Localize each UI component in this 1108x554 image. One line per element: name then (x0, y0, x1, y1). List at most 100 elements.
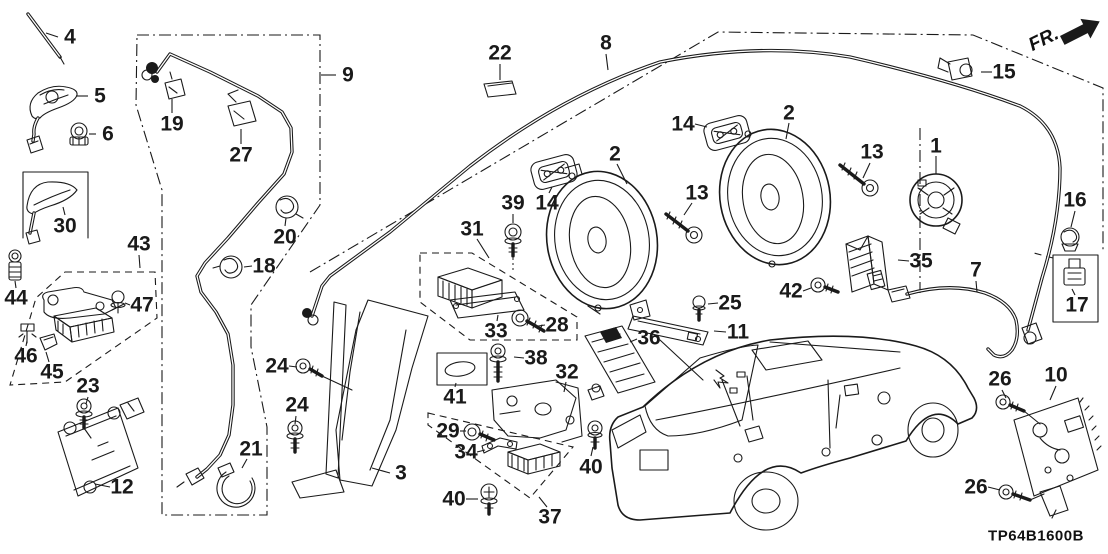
assembly-boundaries (9, 31, 1104, 516)
leader-line-31 (476, 238, 490, 259)
part-label-29: 29 (436, 419, 460, 443)
part-label-37: 37 (538, 505, 562, 529)
clip-45 (39, 333, 58, 351)
garnish-3 (291, 299, 429, 499)
bracket-33 (449, 291, 525, 319)
antenna-rod (26, 12, 65, 65)
module-35 (845, 235, 889, 293)
part-label-15: 15 (992, 60, 1016, 84)
part-label-18: 18 (252, 254, 276, 278)
part-label-3: 3 (395, 461, 407, 485)
harness-clamp-21 (216, 462, 256, 508)
part-label-19: 19 (160, 112, 184, 136)
leader-line-11 (713, 330, 727, 333)
module-37 (507, 443, 561, 475)
leader-line-14 (694, 123, 708, 128)
part-label-11: 11 (726, 320, 750, 344)
part-label-23: 23 (76, 374, 100, 398)
part-label-33: 33 (484, 319, 508, 343)
part-label-17: 17 (1065, 293, 1089, 317)
antenna-sub-cord (887, 285, 1020, 359)
antenna-feeder-cable (302, 48, 1062, 345)
antenna-base (26, 85, 78, 154)
leader-line-44 (14, 280, 17, 289)
part-label-8: 8 (600, 31, 612, 55)
part-label-40: 40 (442, 487, 466, 511)
bolt-23 (75, 398, 93, 439)
screw-29 (463, 423, 496, 442)
part-label-10: 10 (1044, 363, 1068, 387)
feeder-clip-15 (937, 57, 973, 81)
pad-piece (483, 80, 517, 98)
leader-line-13 (683, 202, 693, 216)
leader-line-43 (138, 254, 141, 269)
bolt-24-upper (295, 358, 353, 391)
part-label-28: 28 (545, 313, 569, 337)
leader-line-37 (538, 496, 548, 508)
screw-40b (587, 420, 603, 450)
part-label-45: 45 (40, 360, 64, 384)
grommet-14-right (703, 115, 751, 151)
part-label-25: 25 (718, 291, 742, 315)
part-label-1: 1 (930, 134, 942, 158)
screw-40a (480, 483, 498, 516)
radio-antenna-sub-feeder (141, 52, 294, 488)
leader-line-35 (897, 259, 910, 262)
bracket-10 (1013, 397, 1102, 519)
leader-line-24 (288, 365, 298, 368)
part-label-31: 31 (460, 217, 484, 241)
part-label-7: 7 (970, 258, 982, 282)
speaker-unit-1 (909, 173, 963, 235)
part-label-47: 47 (130, 293, 154, 317)
leader-line-13 (862, 162, 871, 179)
part-label-38: 38 (524, 346, 548, 370)
part-label-42: 42 (779, 279, 803, 303)
leader-line-4 (45, 32, 59, 38)
leader-line-30 (62, 206, 66, 216)
part-label-20: 20 (273, 225, 297, 249)
bolt-42 (810, 277, 840, 294)
seal-41 (444, 361, 476, 377)
part-label-6: 6 (102, 122, 114, 146)
bolt-28 (511, 309, 546, 333)
screw-39 (504, 223, 522, 272)
leader-line-16 (1070, 210, 1076, 228)
part-label-30: 30 (53, 214, 77, 238)
leader-line-42 (802, 287, 812, 292)
leader-line-38 (513, 356, 525, 359)
leader-line-25 (707, 302, 719, 305)
part-label-34: 34 (454, 440, 478, 464)
bolt-26-bottom (998, 484, 1045, 502)
part-label-44: 44 (4, 286, 28, 310)
antenna-nut (69, 122, 89, 146)
part-label-12: 12 (110, 475, 134, 499)
module-36 (584, 325, 656, 401)
part-label-36: 36 (637, 326, 661, 350)
part-label-13: 13 (685, 181, 709, 205)
diagram-code: TP64B1600B (988, 527, 1084, 545)
grommet-16 (1060, 227, 1080, 252)
bracket-12 (57, 397, 145, 497)
grommet-44 (8, 249, 22, 281)
speaker-left (545, 163, 659, 315)
roof-antenna-fin (25, 181, 78, 245)
part-label-41: 41 (443, 385, 467, 409)
part-label-27: 27 (229, 143, 253, 167)
part-label-26: 26 (964, 475, 988, 499)
leader-line-33 (496, 314, 499, 322)
leader-line-46 (25, 340, 28, 347)
part-label-32: 32 (555, 360, 579, 384)
part-label-21: 21 (239, 437, 263, 461)
part-label-16: 16 (1063, 188, 1087, 212)
clip-17 (1063, 258, 1086, 286)
leader-line-41 (454, 382, 457, 388)
part-label-13: 13 (860, 140, 884, 164)
bracket-34 (481, 437, 518, 454)
leader-line-47 (124, 302, 131, 306)
bracket-32 (491, 379, 583, 443)
leader-line-8 (605, 53, 609, 71)
leader-line-7 (975, 280, 978, 293)
part-label-2: 2 (783, 101, 795, 125)
leader-line-36 (629, 338, 638, 343)
